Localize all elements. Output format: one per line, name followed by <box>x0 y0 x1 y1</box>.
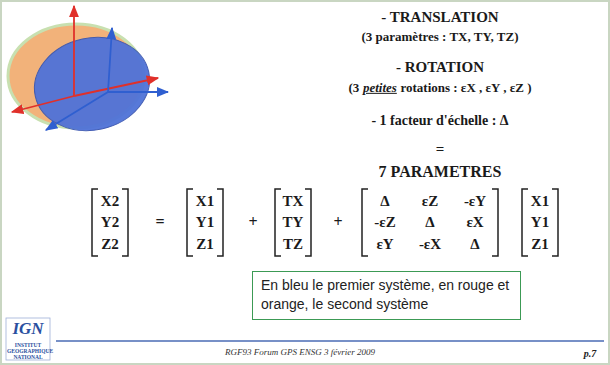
label-text: Y2 <box>101 214 119 230</box>
matrix-brackets <box>92 189 558 256</box>
footer-rule <box>56 340 604 342</box>
matrix-entry: X2 <box>101 193 119 210</box>
matrix-entry: Δ <box>425 214 434 231</box>
matrix-entry: Z1 <box>196 236 214 253</box>
slide-text: - 1 facteur d'échelle : Δ <box>371 113 508 128</box>
note-text: En bleu le premier système, en rouge et … <box>261 276 512 314</box>
label-text: X1 <box>196 193 214 209</box>
label-text: -εY <box>464 193 486 209</box>
slide-text: (3 petitesrotations : εX , εY , εZ ) <box>348 81 531 95</box>
label-text: X2 <box>101 193 119 209</box>
legend-note-box: En bleu le premier système, en rouge et … <box>252 271 521 320</box>
matrix-entry: TX <box>283 193 304 210</box>
slide-text: = <box>436 141 445 158</box>
matrix-entry: Z1 <box>531 236 549 253</box>
matrix-entry: X1 <box>531 193 549 210</box>
matrix-entry: Δ <box>380 193 389 210</box>
label-text: + <box>248 213 257 230</box>
label-text: petites <box>363 80 397 95</box>
matrix-entry: TY <box>283 214 304 231</box>
label-text: TY <box>283 214 304 230</box>
label-text: + <box>333 213 342 230</box>
label-text: εZ <box>422 193 438 209</box>
label-text: -εZ <box>374 214 395 230</box>
label-text: Y1 <box>196 214 214 230</box>
slide-text: - TRANSLATION <box>381 9 498 26</box>
first-axes <box>46 28 168 130</box>
label-text: = <box>155 213 164 230</box>
label-text: - 1 facteur d'échelle : Δ <box>371 113 508 128</box>
matrix-entry: -εZ <box>374 214 395 231</box>
label-text: - ROTATION <box>396 59 484 75</box>
slide-text: (3 paramètres : TX, TY, TZ) <box>361 30 518 44</box>
footer-text: RGF93 Forum GPS ENSG 3 février 2009 <box>225 348 375 358</box>
matrix-entry: Z2 <box>101 236 119 253</box>
matrix-entry: εX <box>466 214 483 231</box>
matrix-entry: Y2 <box>101 214 119 231</box>
slide-text: - ROTATION <box>396 59 484 76</box>
label-text: p.7 <box>584 348 597 359</box>
label-text: εX <box>466 214 483 230</box>
label-text: (3 <box>348 80 359 95</box>
label-text: RGF93 Forum GPS ENSG 3 février 2009 <box>225 347 375 357</box>
operator: = <box>155 213 164 231</box>
label-text: -εX <box>419 236 441 252</box>
label-text: IGN <box>12 319 43 338</box>
matrix-entry: Y1 <box>196 214 214 231</box>
operator: + <box>248 213 257 231</box>
label-text: εY <box>376 236 393 252</box>
label-text: Y1 <box>531 214 549 230</box>
matrix-entry: -εY <box>464 193 486 210</box>
label-text: 7 PARAMETRES <box>379 163 502 180</box>
matrix-entry: Δ <box>470 236 479 253</box>
slide-text: 7 PARAMETRES <box>379 163 502 181</box>
matrix-entry: TZ <box>283 236 303 253</box>
label-text: = <box>436 141 445 157</box>
matrix-entry: εY <box>376 236 393 253</box>
label-text: Z1 <box>196 236 214 252</box>
page-number: p.7 <box>584 348 597 359</box>
label-text: INSTITUT GEOGRAPHIQUE NATIONAL <box>7 342 53 360</box>
operator: + <box>333 213 342 231</box>
first-ellipsoid <box>26 27 159 141</box>
matrix-entry: -εX <box>419 236 441 253</box>
label-text: Δ <box>425 214 434 230</box>
label-text: TX <box>283 193 304 209</box>
label-text: (3 paramètres : TX, TY, TZ) <box>361 29 518 44</box>
logo-caption: INSTITUT GEOGRAPHIQUE NATIONAL <box>7 342 49 360</box>
label-text: rotations : εX , εY , εZ ) <box>400 80 531 95</box>
label-text: - TRANSLATION <box>381 9 498 25</box>
matrix-entry: εZ <box>422 193 438 210</box>
label-text: Z1 <box>531 236 549 252</box>
label-text: Δ <box>470 236 479 252</box>
label-text: TZ <box>283 236 303 252</box>
matrix-entry: Y1 <box>531 214 549 231</box>
label-text: X1 <box>531 193 549 209</box>
matrix-entry: X1 <box>196 193 214 210</box>
label-text: Z2 <box>101 236 119 252</box>
logo-letters: IGN <box>12 320 43 339</box>
label-text: Δ <box>380 193 389 209</box>
second-axes <box>12 6 158 112</box>
